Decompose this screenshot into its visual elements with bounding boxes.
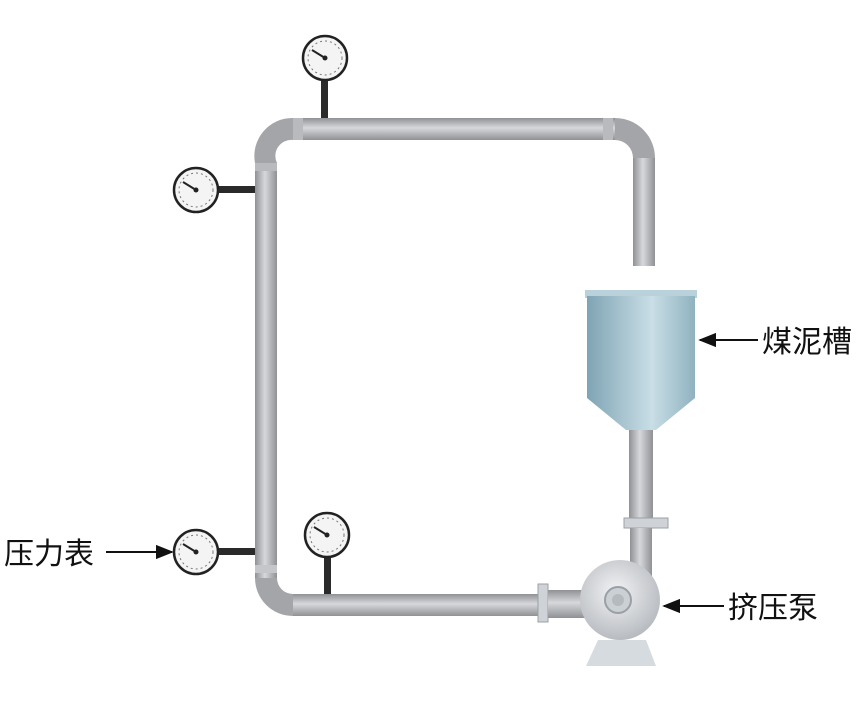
slurry-tank (585, 290, 697, 430)
pressure-gauge-icon (172, 166, 220, 214)
gauge-left-lower (172, 528, 255, 576)
gauge-label: 压力表 (4, 537, 94, 572)
pressure-gauge-icon (301, 34, 349, 82)
pressure-gauge-icon (172, 528, 220, 576)
pump-label: 挤压泵 (728, 591, 818, 626)
gauge-left-upper (172, 166, 255, 214)
extrusion-pump (537, 517, 669, 666)
tank-label: 煤泥槽 (762, 325, 852, 360)
pipe-loop (254, 117, 655, 616)
gauge-top (301, 34, 349, 118)
gauge-bottom (303, 511, 351, 594)
pressure-gauge-icon (303, 511, 351, 559)
